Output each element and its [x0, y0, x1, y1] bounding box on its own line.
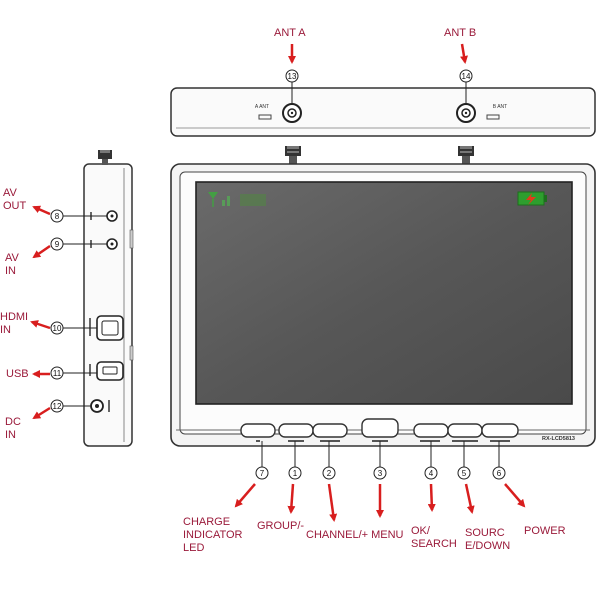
label-channel-menu: CHANNEL/+ MENU	[306, 529, 404, 541]
callout-1	[288, 466, 302, 480]
source-down-button[interactable]	[447, 423, 483, 438]
svg-text:4: 4	[429, 469, 434, 478]
av-in-port	[106, 238, 118, 250]
callout-14: 14	[459, 69, 473, 83]
svg-text:11: 11	[53, 369, 62, 378]
arrow-av-in	[32, 244, 51, 259]
led-button-slot[interactable]	[240, 423, 276, 438]
side-view	[83, 150, 134, 447]
arrow-charge-led	[234, 483, 256, 508]
label-usb: USB	[6, 368, 29, 380]
arrow-group	[287, 483, 296, 514]
power-button[interactable]	[481, 423, 519, 438]
arrow-av-out	[32, 205, 51, 216]
hdmi-port	[96, 315, 124, 341]
model-label: RX-LCD5813	[542, 436, 575, 442]
menu-button[interactable]	[361, 418, 399, 438]
arrow-hdmi	[30, 320, 51, 330]
top-housing	[170, 87, 596, 137]
svg-text:2: 2	[327, 469, 332, 478]
top-view: A ANT B ANT	[170, 87, 596, 137]
battery-charging-icon	[517, 191, 547, 206]
callout-2	[322, 466, 336, 480]
callout-12	[50, 399, 64, 413]
usb-port	[96, 361, 124, 381]
screen	[195, 181, 573, 405]
antenna-stub-left	[285, 146, 301, 164]
svg-text:9: 9	[55, 240, 60, 249]
svg-text:10: 10	[53, 324, 62, 333]
callout-9	[50, 237, 64, 251]
callout-3	[373, 466, 387, 480]
arrow-source-down	[464, 483, 475, 514]
callout-4	[424, 466, 438, 480]
top-port-b-label: B ANT	[493, 104, 507, 110]
callout-5	[457, 466, 471, 480]
top-port-a-label: A ANT	[255, 104, 269, 110]
arrow-ok-search	[427, 483, 436, 512]
arrow-channel	[327, 483, 338, 522]
av-out-port	[106, 210, 118, 222]
callout-13: 13	[285, 69, 299, 83]
callout-11	[50, 366, 64, 380]
svg-text:1: 1	[293, 469, 298, 478]
group-button[interactable]	[278, 423, 314, 438]
callout-6	[492, 466, 506, 480]
arrow-dc	[32, 406, 51, 420]
svg-text:12: 12	[53, 402, 62, 411]
callout-8	[50, 209, 64, 223]
ant-a-connector	[258, 103, 302, 123]
label-ant-b: ANT B	[444, 27, 477, 39]
antenna-signal-icon	[208, 192, 266, 207]
svg-text:3: 3	[378, 469, 383, 478]
label-ok-search: OK/SEARCH	[411, 525, 457, 550]
dc-port	[90, 399, 104, 413]
channel-button[interactable]	[312, 423, 348, 438]
ok-search-button[interactable]	[413, 423, 449, 438]
antenna-stub-right	[458, 146, 474, 164]
svg-text:8: 8	[55, 212, 60, 221]
svg-text:7: 7	[260, 469, 265, 478]
label-ant-a: ANT A	[274, 27, 306, 39]
callout-10	[50, 321, 64, 335]
arrow-power	[504, 483, 526, 508]
svg-text:5: 5	[462, 469, 467, 478]
svg-text:14: 14	[462, 72, 471, 81]
label-power: POWER	[524, 525, 566, 537]
svg-text:13: 13	[288, 72, 297, 81]
svg-text:6: 6	[497, 469, 502, 478]
arrow-ant-b	[460, 43, 468, 64]
callout-7	[255, 466, 269, 480]
front-view: RX-LCD5813	[170, 146, 596, 447]
label-group: GROUP/-	[257, 520, 305, 532]
side-antenna-stub	[98, 150, 112, 165]
